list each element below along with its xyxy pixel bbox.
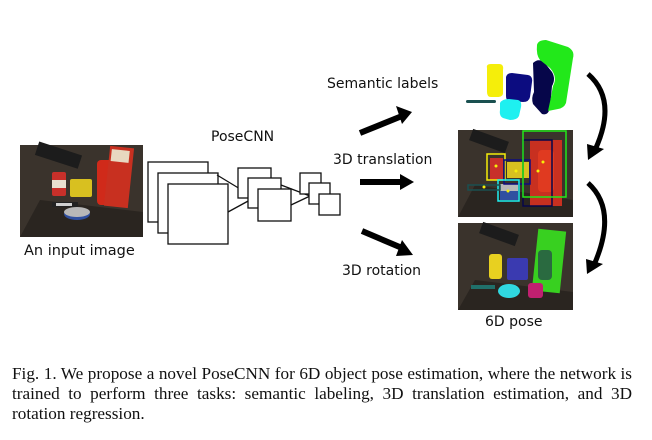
- network-label: PoseCNN: [211, 129, 275, 145]
- arrow-3d-translation: [360, 174, 414, 190]
- translation-result-image: [458, 128, 573, 217]
- output-arrows: [358, 106, 414, 256]
- figure-caption: Fig. 1. We propose a novel PoseCNN for 6…: [12, 364, 632, 423]
- arrow-semantic-labels: [358, 106, 412, 136]
- curved-arrows: [586, 72, 608, 274]
- result-label: 6D pose: [485, 314, 543, 330]
- arrow-3d-rotation: [360, 228, 413, 256]
- output-label-semantic: Semantic labels: [327, 76, 439, 92]
- input-image: [20, 141, 143, 237]
- output-label-translation: 3D translation: [333, 152, 433, 168]
- 6d-pose-result-image: [458, 221, 573, 310]
- output-label-rotation: 3D rotation: [342, 263, 422, 279]
- posecnn-network: [147, 161, 341, 245]
- semantic-label-mask: [466, 40, 574, 120]
- input-image-label: An input image: [24, 243, 135, 259]
